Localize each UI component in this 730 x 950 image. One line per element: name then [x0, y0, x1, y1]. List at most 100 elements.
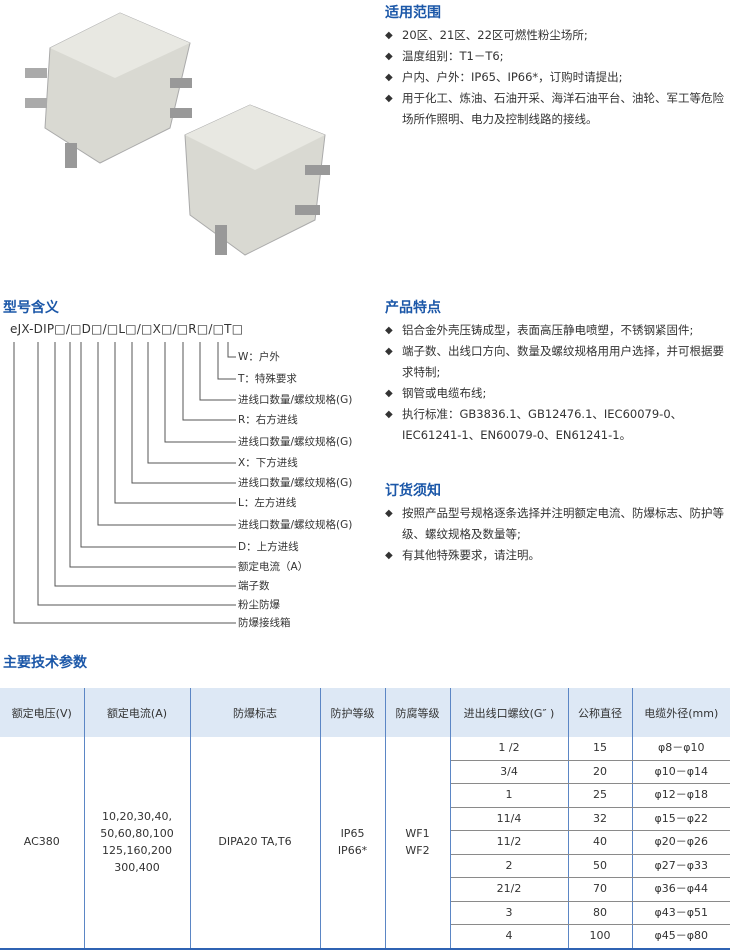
thread-cell: 1 [450, 783, 569, 808]
diagram-leader-line [114, 342, 236, 504]
diagram-leader-line [37, 342, 236, 606]
voltage-cell: AC380 [0, 737, 85, 950]
params-table: 额定电压(V)额定电流(A)防爆标志防护等级防腐等级进出线口螺纹(G″ )公称直… [0, 688, 730, 950]
current-line: 10,20,30,40, [102, 810, 172, 824]
diameter-cell: 25 [567, 783, 633, 808]
list-item: 有其他特殊要求，请注明。 [385, 545, 730, 566]
ip-grade: IP65 [340, 827, 365, 841]
model-diagram-lines [13, 342, 236, 624]
table-row: AC380 10,20,30,40, 50,60,80,100 125,160,200… [0, 737, 730, 950]
diameter-cell: 15 [567, 737, 633, 761]
thread-cell: 11/2 [450, 830, 569, 855]
diagram-leader-line [131, 342, 236, 484]
list-item: 用于化工、炼油、石油开采、海洋石油平台、油轮、军工等危险场所作照明、电力及控制线… [385, 88, 725, 130]
diagram-label: X：下方进线 [238, 457, 298, 469]
diagram-label: L：左方进线 [238, 497, 297, 509]
diagram-label: 额定电流（A） [238, 561, 309, 573]
column-header: 防爆标志 [189, 688, 321, 737]
ex-mark: DIPA20 TA,T6 [218, 835, 292, 849]
cable-od-cell: φ43－φ51 [631, 901, 730, 925]
diagram-leader-line [227, 342, 236, 358]
order-list: 按照产品型号规格逐条选择并注明额定电流、防爆标志、防护等级、螺纹规格及数量等; … [385, 503, 730, 566]
cable-od-cell: φ12－φ18 [631, 783, 730, 808]
thread-cell: 21/2 [450, 877, 569, 902]
voltage: AC380 [23, 835, 60, 849]
diagram-leader-line [182, 342, 236, 421]
diagram-label: D：上方进线 [238, 541, 299, 553]
features-list: 铝合金外壳压铸成型，表面高压静电喷塑，不锈钢紧固件; 端子数、出线口方向、数量及… [385, 320, 730, 446]
cable-od-cell: φ20－φ26 [631, 830, 730, 855]
diagram-leader-line [164, 342, 236, 443]
wf-grade: WF2 [405, 844, 430, 858]
column-header: 防护等级 [319, 688, 386, 737]
list-item: 温度组别：T1－T6; [385, 46, 725, 67]
list-item: 钢管或电缆布线; [385, 383, 730, 404]
current-line: 125,160,200 [102, 844, 172, 858]
cable-od-cell: φ27－φ33 [631, 854, 730, 878]
mark-cell: DIPA20 TA,T6 [189, 737, 321, 950]
thread-cell: 2 [450, 854, 569, 878]
model-code: eJX-DIP□/□D□/□L□/□X□/□R□/□T□ [10, 322, 244, 336]
product-photo-junction-box-1 [25, 12, 192, 168]
diagram-label: 粉尘防爆 [238, 599, 280, 611]
diagram-label: 进线口数量/螺纹规格(G) [238, 394, 353, 406]
diagram-label: R：右方进线 [238, 414, 298, 426]
list-item: 户内、户外：IP65、IP66*，订购时请提出; [385, 67, 725, 88]
list-item: 20区、21区、22区可燃性粉尘场所; [385, 25, 725, 46]
diameter-cell: 100 [567, 924, 633, 950]
cable-od-cell: φ8－φ10 [631, 737, 730, 761]
diagram-leader-line [13, 342, 236, 624]
diameter-cell: 50 [567, 854, 633, 878]
current-line: 50,60,80,100 [100, 827, 174, 841]
features-title: 产品特点 [385, 300, 441, 316]
cable-od-cell: φ10－φ14 [631, 760, 730, 784]
scope-title: 适用范围 [385, 5, 441, 21]
model-title: 型号含义 [3, 300, 59, 316]
diagram-leader-line [54, 342, 236, 587]
thread-cell: 3 [450, 901, 569, 925]
diagram-label: W：户外 [238, 351, 280, 363]
diameter-cell: 40 [567, 830, 633, 855]
product-photo-junction-box-2 [184, 104, 330, 256]
list-item: 按照产品型号规格逐条选择并注明额定电流、防爆标志、防护等级、螺纹规格及数量等; [385, 503, 730, 545]
ip-grade: IP66* [337, 844, 368, 858]
list-item: 端子数、出线口方向、数量及螺纹规格用用户选择，并可根据要求特制; [385, 341, 730, 383]
column-header: 额定电压(V) [0, 688, 85, 737]
diagram-label: 进线口数量/螺纹规格(G) [238, 519, 353, 531]
diagram-leader-line [199, 342, 236, 401]
thread-cell: 4 [450, 924, 569, 950]
params-title: 主要技术参数 [3, 655, 87, 671]
column-header: 额定电流(A) [83, 688, 191, 737]
thread-cell: 1 /2 [449, 737, 569, 761]
column-header: 电缆外径(mm) [631, 688, 730, 737]
diagram-label: 防爆接线箱 [238, 617, 291, 629]
column-header: 进出线口螺纹(G″ ) [449, 688, 569, 737]
diagram-label: T：特殊要求 [238, 373, 297, 385]
thread-cell: 3/4 [450, 760, 569, 784]
wf-grade: WF1 [405, 827, 430, 841]
column-header: 公称直径 [567, 688, 633, 737]
order-title: 订货须知 [385, 483, 441, 499]
diagram-label: 进线口数量/螺纹规格(G) [238, 477, 353, 489]
diameter-cell: 20 [567, 760, 633, 784]
diagram-leader-line [97, 342, 236, 526]
diagram-leader-line [80, 342, 236, 548]
list-item: 执行标准：GB3836.1、GB12476.1、IEC60079-0、IEC61… [385, 404, 730, 446]
scope-list: 20区、21区、22区可燃性粉尘场所; 温度组别：T1－T6; 户内、户外：IP… [385, 25, 725, 130]
diagram-leader-line [69, 342, 236, 568]
diameter-cell: 80 [567, 901, 633, 925]
list-item: 铝合金外壳压铸成型，表面高压静电喷塑，不锈钢紧固件; [385, 320, 730, 341]
diameter-cell: 32 [567, 807, 633, 831]
diagram-label: 端子数 [238, 580, 270, 592]
thread-cell: 11/4 [450, 807, 569, 831]
cable-od-cell: φ36－φ44 [631, 877, 730, 902]
diagram-leader-line [147, 342, 236, 464]
diameter-cell: 70 [567, 877, 633, 902]
cable-od-cell: φ45－φ80 [631, 924, 730, 950]
current-line: 300,400 [114, 861, 160, 875]
